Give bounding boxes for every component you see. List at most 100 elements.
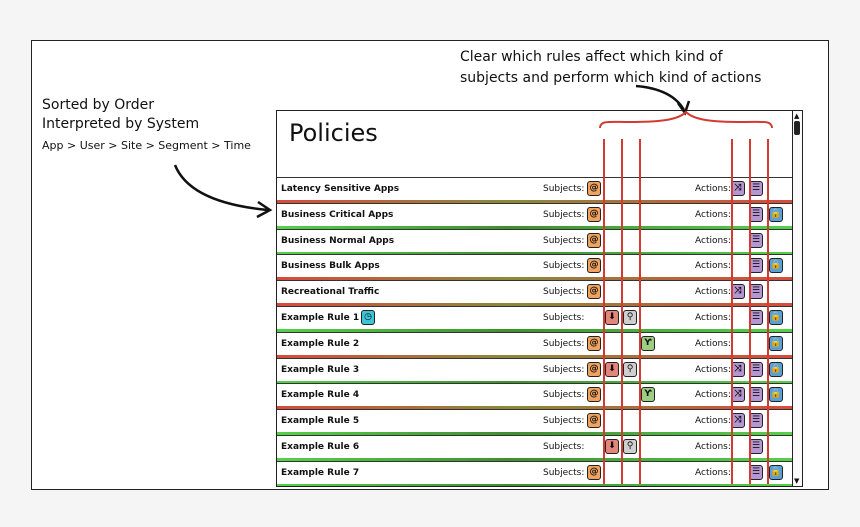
rule-row[interactable]: Business Normal Apps Subjects:@ Actions: ☰ bbox=[277, 228, 794, 255]
actions-label: Actions: bbox=[695, 442, 731, 452]
subjects-label: Subjects: bbox=[543, 364, 585, 375]
action-sliders-icon[interactable]: ☰ bbox=[749, 206, 763, 222]
rule-status-stripe bbox=[277, 432, 794, 436]
subject-user-icon[interactable]: ⬇ bbox=[605, 310, 619, 325]
column-highlight-line bbox=[603, 139, 605, 484]
subjects-label: Subjects: bbox=[543, 390, 585, 401]
scroll-down-icon[interactable]: ▼ bbox=[794, 477, 800, 485]
action-lock-icon[interactable]: 🔒 bbox=[769, 387, 783, 403]
rule-row[interactable]: Latency Sensitive Apps Subjects:@ Actions:… bbox=[277, 177, 794, 203]
action-sliders-icon[interactable]: ☰ bbox=[749, 284, 763, 300]
rule-name: Example Rule 2 bbox=[281, 338, 360, 349]
actions-label: Actions: bbox=[695, 235, 731, 246]
scrollbar[interactable]: ▲ ▼ bbox=[792, 111, 802, 486]
rule-row[interactable]: Example Rule 2 Subjects:@ Ƴ Actions: 🔒 bbox=[277, 331, 794, 358]
page-title: Policies bbox=[289, 119, 378, 147]
rule-status-stripe bbox=[277, 251, 794, 255]
subject-user-icon[interactable]: ⬇ bbox=[605, 439, 619, 454]
rule-status-stripe bbox=[277, 380, 794, 384]
action-sliders-icon[interactable]: ☰ bbox=[749, 310, 763, 325]
action-lock-icon[interactable]: 🔒 bbox=[769, 335, 783, 351]
sort-annotation-line1: Sorted by Order bbox=[42, 97, 155, 113]
subject-app-icon[interactable]: @ bbox=[587, 284, 601, 300]
column-highlight-line bbox=[767, 139, 769, 484]
actions-label: Actions: bbox=[695, 287, 731, 298]
subject-site-icon[interactable]: ⚲ bbox=[623, 361, 637, 377]
rule-name: Recreational Traffic bbox=[281, 287, 380, 298]
subject-app-icon[interactable]: @ bbox=[587, 413, 601, 429]
rule-name: Latency Sensitive Apps bbox=[281, 184, 400, 194]
actions-label: Actions: bbox=[695, 209, 731, 220]
action-shuffle-icon[interactable]: ⤨ bbox=[731, 361, 745, 377]
subject-app-icon[interactable]: @ bbox=[587, 206, 601, 222]
subject-app-icon[interactable]: @ bbox=[587, 258, 601, 274]
scroll-thumb[interactable] bbox=[794, 121, 800, 135]
rule-name: Business Bulk Apps bbox=[281, 261, 380, 272]
subject-app-icon[interactable]: @ bbox=[587, 361, 601, 377]
subject-app-icon[interactable]: @ bbox=[587, 387, 601, 403]
column-highlight-line bbox=[749, 139, 751, 484]
subject-app-icon[interactable]: @ bbox=[587, 335, 601, 351]
sort-annotation: Sorted by Order Interpreted by System Ap… bbox=[42, 96, 251, 155]
action-sliders-icon[interactable]: ☰ bbox=[749, 258, 763, 274]
subjects-label: Subjects: bbox=[543, 235, 585, 246]
subjects-label: Subjects: bbox=[543, 416, 585, 427]
subjects-label: Subjects: bbox=[543, 184, 585, 194]
scroll-up-icon[interactable]: ▲ bbox=[794, 112, 800, 120]
actions-label: Actions: bbox=[695, 261, 731, 272]
rule-status-stripe bbox=[277, 303, 794, 307]
subjects-label: Subjects: bbox=[543, 313, 585, 323]
rule-row[interactable]: Example Rule 1◷Subjects:⬇⚲Actions:☰🔒 bbox=[277, 306, 794, 332]
subject-app-icon[interactable]: @ bbox=[587, 181, 601, 196]
action-sliders-icon[interactable]: ☰ bbox=[749, 361, 763, 377]
subject-segment-icon[interactable]: Ƴ bbox=[641, 335, 655, 351]
rule-name: Example Rule 4 bbox=[281, 390, 360, 401]
action-lock-icon[interactable]: 🔒 bbox=[769, 361, 783, 377]
subject-segment-icon[interactable]: Ƴ bbox=[641, 387, 655, 403]
actions-label: Actions: bbox=[695, 338, 731, 349]
action-sliders-icon[interactable]: ☰ bbox=[749, 464, 763, 480]
action-sliders-icon[interactable]: ☰ bbox=[749, 413, 763, 429]
rule-status-stripe bbox=[277, 406, 794, 410]
subject-site-icon[interactable]: ⚲ bbox=[623, 310, 637, 325]
sort-annotation-line3: App > User > Site > Segment > Time bbox=[42, 139, 251, 152]
action-shuffle-icon[interactable]: ⤨ bbox=[731, 387, 745, 403]
subject-app-icon[interactable]: @ bbox=[587, 232, 601, 248]
action-shuffle-icon[interactable]: ⤨ bbox=[731, 413, 745, 429]
actions-label: Actions: bbox=[695, 184, 731, 194]
action-lock-icon[interactable]: 🔒 bbox=[769, 206, 783, 222]
action-sliders-icon[interactable]: ☰ bbox=[749, 181, 763, 196]
subject-user-icon[interactable]: ⬇ bbox=[605, 361, 619, 377]
top-annotation-line1: Clear which rules affect which kind of bbox=[460, 49, 723, 65]
action-lock-icon[interactable]: 🔒 bbox=[769, 464, 783, 480]
action-sliders-icon[interactable]: ☰ bbox=[749, 232, 763, 248]
action-sliders-icon[interactable]: ☰ bbox=[749, 387, 763, 403]
rule-status-stripe bbox=[277, 200, 794, 203]
subjects-label: Subjects: bbox=[543, 338, 585, 349]
clock-icon[interactable]: ◷ bbox=[361, 310, 375, 325]
action-lock-icon[interactable]: 🔒 bbox=[769, 258, 783, 274]
column-highlight-line bbox=[731, 139, 733, 484]
action-lock-icon[interactable]: 🔒 bbox=[769, 310, 783, 325]
rule-row[interactable]: Recreational Traffic Subjects:@ Actions:⤨☰ bbox=[277, 280, 794, 307]
subjects-label: Subjects: bbox=[543, 287, 585, 298]
actions-label: Actions: bbox=[695, 467, 731, 478]
subject-site-icon[interactable]: ⚲ bbox=[623, 439, 637, 454]
column-highlight-line bbox=[621, 139, 623, 484]
action-shuffle-icon[interactable]: ⤨ bbox=[731, 181, 745, 196]
subjects-label: Subjects: bbox=[543, 467, 585, 478]
action-sliders-icon[interactable]: ☰ bbox=[749, 439, 763, 454]
top-annotation: Clear which rules affect which kind of s… bbox=[460, 47, 761, 89]
rule-name: Example Rule 6 bbox=[281, 442, 360, 452]
actions-label: Actions: bbox=[695, 416, 731, 427]
subject-app-icon[interactable]: @ bbox=[587, 464, 601, 480]
rule-name: Business Normal Apps bbox=[281, 235, 395, 246]
action-shuffle-icon[interactable]: ⤨ bbox=[731, 284, 745, 300]
